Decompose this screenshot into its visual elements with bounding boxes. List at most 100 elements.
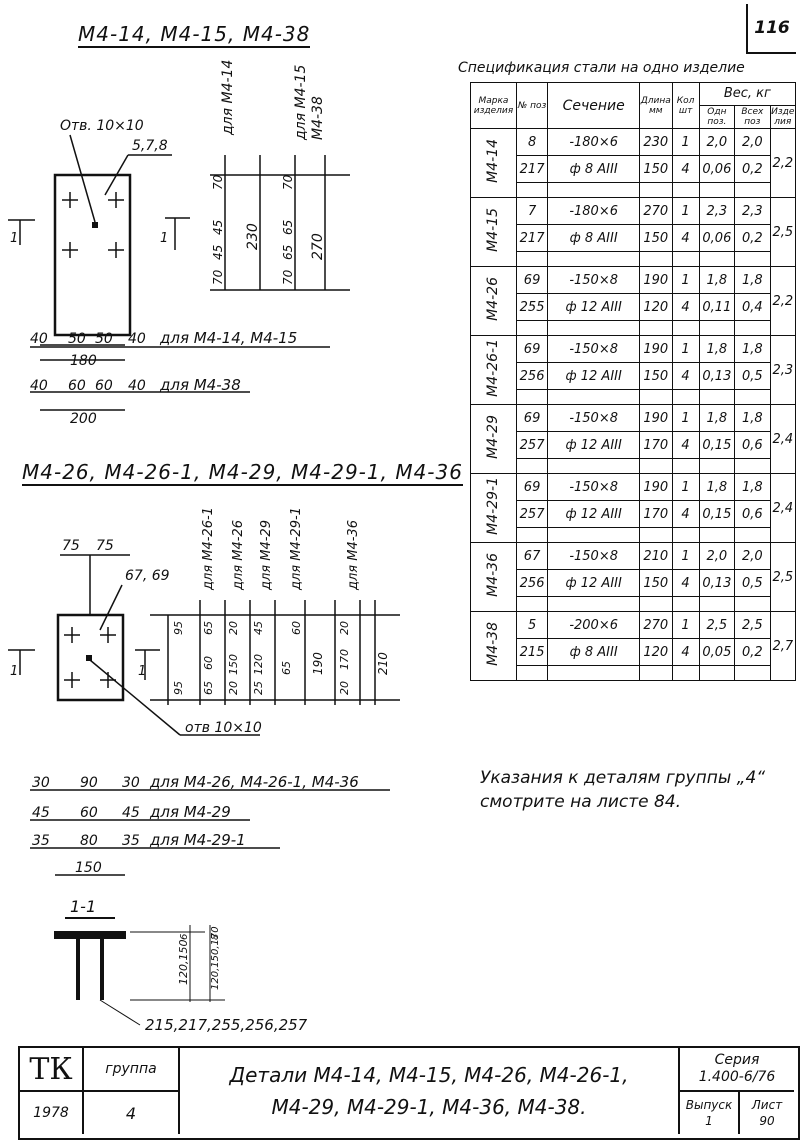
spec-cell-empty bbox=[547, 182, 641, 198]
s1-row2-1: 60 bbox=[68, 378, 86, 394]
spec-cell-total: 2,2 bbox=[769, 266, 797, 336]
spec-header-all: Всех поз bbox=[734, 105, 771, 129]
spec-cell-one: 1,8 bbox=[698, 404, 736, 432]
spec-cell-empty bbox=[734, 389, 771, 405]
section1-drawing: Отв. 10×10 5,7,8 1 1 для М4-14 для М4-15… bbox=[8, 60, 350, 427]
spec-cell-all: 0,2 bbox=[734, 638, 771, 666]
s2-vlabel-4: для М4-36 bbox=[346, 520, 361, 591]
spec-cell-length: 120 bbox=[639, 293, 673, 321]
spec-cell-empty bbox=[734, 251, 771, 267]
spec-cell-all: 0,6 bbox=[734, 431, 771, 459]
spec-cell-empty bbox=[734, 665, 771, 681]
spec-cell-pos: 255 bbox=[515, 293, 549, 321]
spec-cell-empty bbox=[639, 320, 673, 336]
spec-cell-qty: 1 bbox=[671, 473, 700, 501]
spec-cell-length: 170 bbox=[639, 500, 673, 528]
section1-title: М4-14, М4-15, М4-38 bbox=[78, 22, 311, 48]
s2-vdim-14: 20 bbox=[338, 681, 351, 695]
s1-dim-a-0: 70 bbox=[211, 174, 225, 190]
spec-cell-total: 2,3 bbox=[769, 335, 797, 405]
spec-cell-empty bbox=[698, 665, 736, 681]
spec-cell-empty bbox=[671, 389, 700, 405]
spec-cell-qty: 1 bbox=[671, 266, 700, 294]
year: 1978 bbox=[20, 1092, 84, 1134]
s2-vdim-0: 95 bbox=[172, 621, 185, 635]
spec-cell-mark: М4-26-1 bbox=[470, 335, 517, 405]
s2-vlabel-1: для М4-26 bbox=[231, 520, 246, 591]
s2-vdim-4: 150 bbox=[227, 654, 240, 675]
spec-cell-one: 0,13 bbox=[698, 362, 736, 390]
spec-spacer-row bbox=[471, 251, 796, 267]
spec-cell-section: ф 12 АIII bbox=[547, 362, 641, 390]
spec-cell-empty bbox=[734, 458, 771, 474]
spec-cell-pos: 217 bbox=[515, 155, 549, 183]
spec-cell-qty: 1 bbox=[671, 197, 700, 225]
spec-cell-pos: 217 bbox=[515, 224, 549, 252]
spec-cell-section: -150×8 bbox=[547, 266, 641, 294]
spec-cell-mark: М4-15 bbox=[470, 197, 517, 267]
spec-mark-text: М4-26-1 bbox=[485, 339, 502, 397]
spec-cell-section: ф 12 АIII bbox=[547, 431, 641, 459]
spec-cell-empty bbox=[671, 458, 700, 474]
spec-cell-mark: М4-36 bbox=[470, 542, 517, 612]
spec-cell-qty: 4 bbox=[671, 638, 700, 666]
series-cell: Серия 1.400-6/76 bbox=[680, 1048, 794, 1092]
spec-cell-empty bbox=[639, 665, 673, 681]
spec-cell-empty bbox=[639, 458, 673, 474]
s2-vdim-1: 60 bbox=[202, 656, 215, 670]
spec-cell-all: 2,0 bbox=[734, 128, 771, 156]
s2-vdim-3: 65 bbox=[202, 681, 215, 695]
spec-cell-length: 190 bbox=[639, 404, 673, 432]
spec-cell-pos: 256 bbox=[515, 569, 549, 597]
series-label: Серия bbox=[714, 1052, 760, 1068]
spec-cell-one: 0,06 bbox=[698, 155, 736, 183]
s2-vdim-8: 25 bbox=[252, 681, 265, 695]
spec-cell-one: 0,15 bbox=[698, 500, 736, 528]
sheet-value: 90 bbox=[759, 1114, 775, 1128]
s3-dim-3: 120,150,170 bbox=[210, 926, 221, 990]
s2-vlabel-0: для М4-26-1 bbox=[201, 507, 216, 591]
spec-cell-qty: 4 bbox=[671, 224, 700, 252]
sheet-label: Лист bbox=[751, 1098, 783, 1112]
s2-pos-label: 67, 69 bbox=[125, 568, 170, 584]
s3-dim-1: 120,150 bbox=[177, 940, 190, 986]
spec-cell-pos: 69 bbox=[515, 473, 549, 501]
s1-row2-0: 40 bbox=[30, 378, 48, 394]
spec-cell-qty: 4 bbox=[671, 569, 700, 597]
spec-cell-pos: 215 bbox=[515, 638, 549, 666]
sheet-number: 116 bbox=[746, 4, 796, 54]
spec-cell-empty bbox=[671, 251, 700, 267]
spec-mark-text: М4-29 bbox=[485, 415, 502, 459]
spec-cell-empty bbox=[698, 596, 736, 612]
spec-cell-empty bbox=[639, 389, 673, 405]
s2-row2-c: 35 bbox=[122, 833, 140, 849]
issue-cell: Выпуск 1 bbox=[680, 1092, 740, 1134]
spec-cell-all: 2,5 bbox=[734, 611, 771, 639]
spec-cell-section: ф 12 АIII bbox=[547, 569, 641, 597]
spec-spacer-row bbox=[471, 665, 796, 681]
title-text: Детали М4-14, М4-15, М4-26, М4-26-1, М4-… bbox=[180, 1048, 680, 1134]
spec-header-length: Длина мм bbox=[639, 82, 673, 129]
spec-cell-length: 120 bbox=[639, 638, 673, 666]
spec-spacer-row bbox=[471, 182, 796, 198]
spec-cell-length: 190 bbox=[639, 473, 673, 501]
spec-cell-section: ф 8 АIII bbox=[547, 224, 641, 252]
spec-cell-total: 2,2 bbox=[769, 128, 797, 198]
spec-cell-qty: 4 bbox=[671, 293, 700, 321]
s2-cut-right: 1 bbox=[138, 664, 146, 679]
spec-cell-one: 0,15 bbox=[698, 431, 736, 459]
spec-cell-empty bbox=[671, 182, 700, 198]
spec-cell-mark: М4-14 bbox=[470, 128, 517, 198]
s2-cut-left: 1 bbox=[10, 664, 18, 679]
s2-hole-label: отв 10×10 bbox=[185, 720, 262, 736]
spec-cell-one: 2,0 bbox=[698, 128, 736, 156]
spec-cell-mark: М4-29 bbox=[470, 404, 517, 474]
spec-mark-text: М4-15 bbox=[485, 208, 502, 252]
spec-cell-empty bbox=[547, 251, 641, 267]
spec-cell-qty: 4 bbox=[671, 431, 700, 459]
spec-cell-empty bbox=[547, 527, 641, 543]
spec-cell-qty: 1 bbox=[671, 404, 700, 432]
